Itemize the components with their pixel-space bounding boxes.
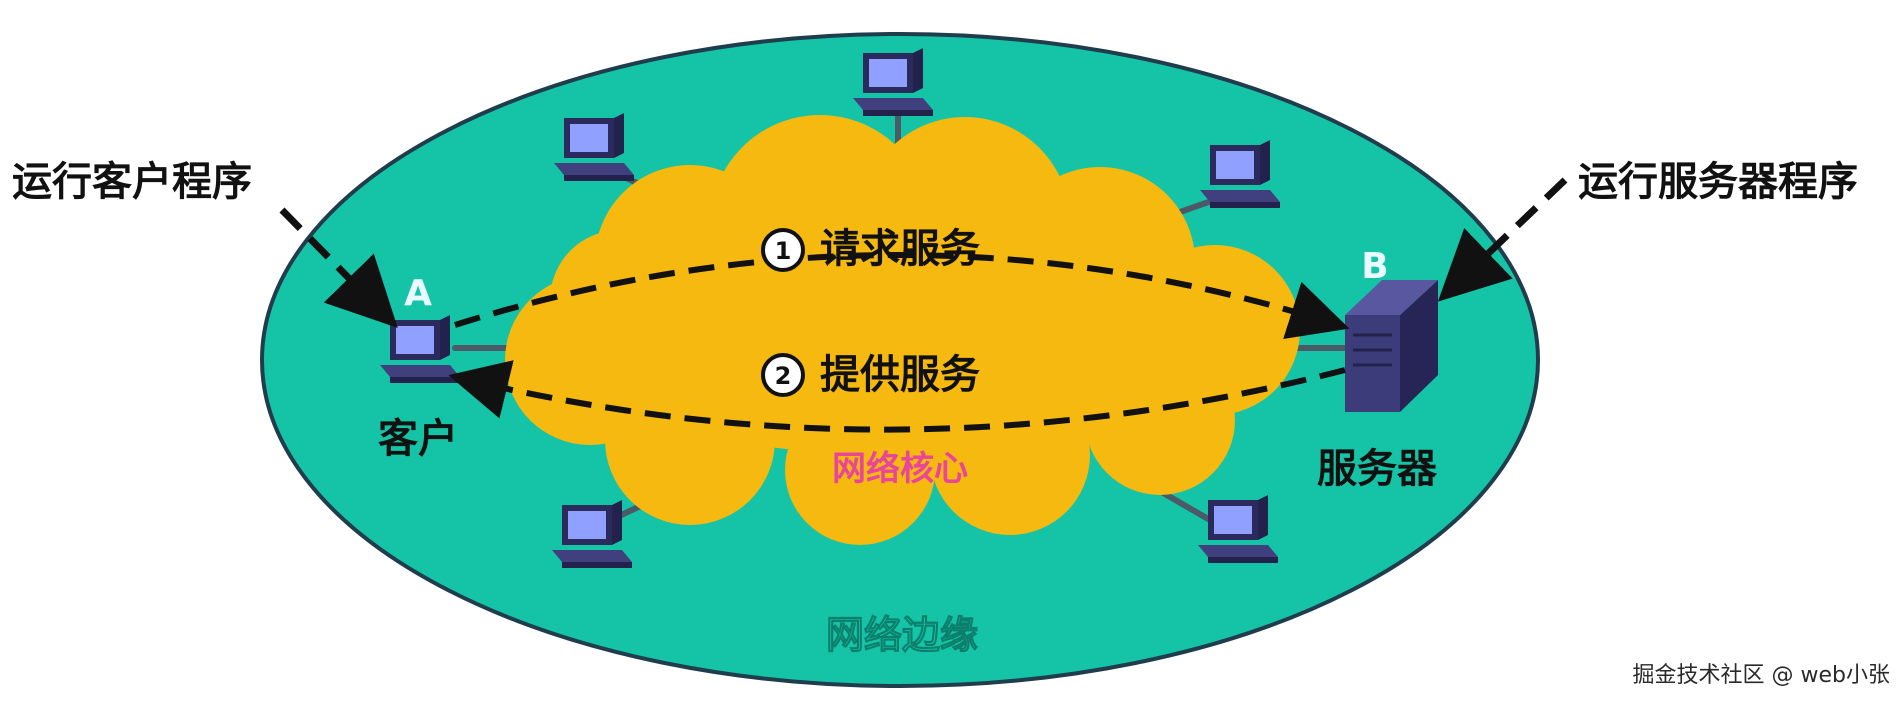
node-a-label: A — [404, 273, 432, 314]
step-2-number: 2 — [775, 362, 792, 390]
network-core-cloud — [505, 115, 1300, 545]
provide-label: 提供服务 — [820, 352, 980, 398]
client-program-pointer — [279, 207, 398, 328]
client-computer-icon — [380, 315, 460, 383]
server-icon — [1345, 280, 1438, 412]
client-label: 客户 — [378, 416, 458, 462]
network-core-label: 网络核心 — [832, 449, 968, 489]
network-edge-label: 网络边缘 — [826, 613, 978, 657]
computer-icon — [1200, 140, 1280, 208]
server-program-pointer — [1437, 177, 1568, 302]
computer-icon — [853, 48, 933, 116]
watermark: 掘金技术社区 @ web小张 — [1633, 663, 1890, 688]
node-b-label: B — [1361, 246, 1388, 287]
response-arrow — [448, 360, 1346, 433]
step-1-circle — [761, 228, 805, 272]
step-2-circle — [761, 353, 805, 397]
request-arrow — [454, 252, 1350, 339]
step-1-number: 1 — [775, 237, 792, 265]
computer-icon — [552, 500, 632, 568]
request-label: 请求服务 — [820, 226, 980, 272]
computer-icon — [554, 113, 634, 181]
server-program-label: 运行服务器程序 — [1578, 159, 1858, 205]
client-program-label: 运行客户程序 — [12, 159, 252, 205]
server-label: 服务器 — [1317, 446, 1438, 492]
computer-icon — [1198, 495, 1278, 563]
